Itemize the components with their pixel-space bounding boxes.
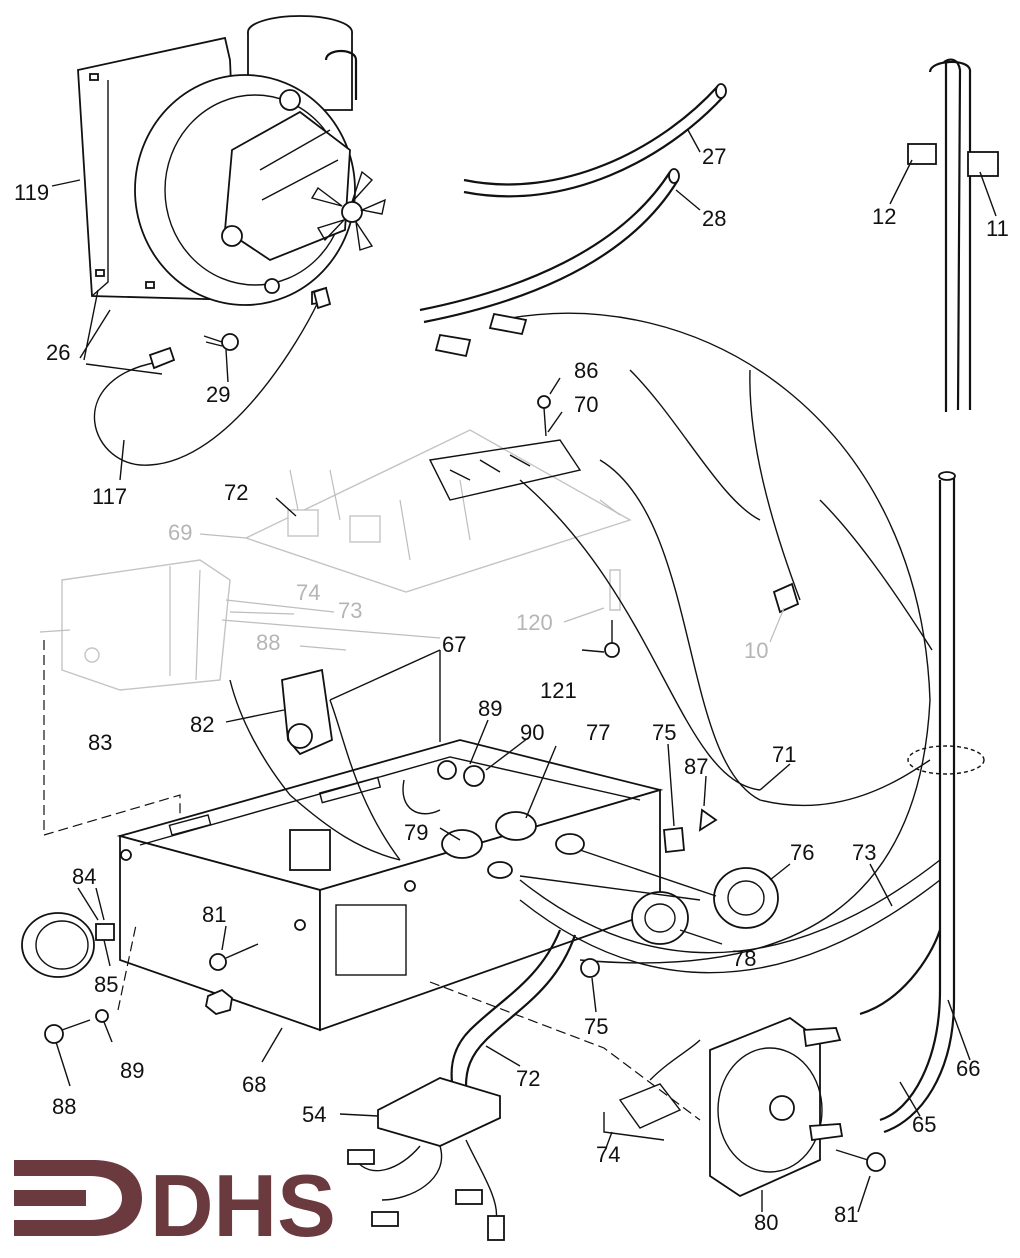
callout-27: 27	[702, 144, 726, 169]
control-knob-84	[21, 912, 115, 978]
callout-89-bottom: 89	[120, 1058, 144, 1083]
callout-119: 119	[14, 180, 49, 205]
sensing-tubes	[434, 312, 985, 1134]
callout-75-bottom: 75	[584, 1014, 608, 1039]
logo-arrow-icon	[14, 1160, 142, 1236]
callout-12: 12	[872, 204, 896, 229]
fan-assembly	[77, 15, 386, 466]
callout-121: 121	[540, 678, 577, 703]
callout-10: 10	[744, 638, 768, 663]
screw-29-icon	[203, 333, 239, 351]
pilot-tube-assembly	[907, 58, 999, 412]
callout-83: 83	[88, 730, 112, 755]
callout-74-bottom: 74	[596, 1142, 620, 1167]
callout-77: 77	[586, 720, 610, 745]
callout-labels: 119 26 29 117 27 28 12 11 86 70 72 69 74…	[14, 144, 1009, 1235]
burner-box-68	[116, 739, 683, 1032]
pressure-switch-80	[603, 1016, 886, 1198]
screw-81-icon	[209, 943, 259, 971]
callout-11: 11	[986, 216, 1009, 241]
callout-54: 54	[302, 1102, 326, 1127]
callout-81-bottom: 81	[834, 1202, 858, 1227]
callout-68: 68	[242, 1072, 266, 1097]
callout-26: 26	[46, 340, 70, 365]
callout-69: 69	[168, 520, 192, 545]
callout-78: 78	[732, 946, 756, 971]
callout-29: 29	[206, 382, 230, 407]
callout-85: 85	[94, 972, 118, 997]
callout-89-top: 89	[478, 696, 502, 721]
leader-lines	[51, 129, 997, 1213]
callout-117: 117	[92, 484, 127, 509]
callout-82: 82	[190, 712, 214, 737]
callout-120: 120	[516, 610, 553, 635]
callout-88-top: 88	[256, 630, 280, 655]
callout-84: 84	[72, 864, 96, 889]
callout-79: 79	[404, 820, 428, 845]
callout-90: 90	[520, 720, 544, 745]
callout-72-top: 72	[224, 480, 248, 505]
callout-87: 87	[684, 754, 708, 779]
callout-76: 76	[790, 840, 814, 865]
impeller-icon	[310, 170, 386, 251]
thermostat-83	[39, 559, 231, 862]
callout-65: 65	[912, 1112, 936, 1137]
callout-28: 28	[702, 206, 726, 231]
callout-67: 67	[442, 632, 466, 657]
callout-73-right: 73	[852, 840, 876, 865]
callout-72-bottom: 72	[516, 1066, 540, 1091]
control-board	[244, 395, 632, 658]
fittings	[519, 808, 779, 945]
callout-71: 71	[772, 742, 796, 767]
wiring-harness-72	[347, 929, 600, 1241]
ignitor-82	[229, 668, 485, 861]
callout-86: 86	[574, 358, 598, 383]
callout-80: 80	[754, 1210, 778, 1235]
logo-text: DHS	[150, 1156, 336, 1255]
screw-88-icon	[44, 1009, 109, 1044]
callout-70: 70	[574, 392, 598, 417]
callout-75-top: 75	[652, 720, 676, 745]
callout-73-top: 73	[338, 598, 362, 623]
dhs-logo: DHS	[14, 1156, 336, 1255]
callout-88-bottom: 88	[52, 1094, 76, 1119]
callout-81-left: 81	[202, 902, 226, 927]
hoses-27-28	[419, 83, 727, 324]
callout-66: 66	[956, 1056, 980, 1081]
callout-74-top: 74	[296, 580, 320, 605]
